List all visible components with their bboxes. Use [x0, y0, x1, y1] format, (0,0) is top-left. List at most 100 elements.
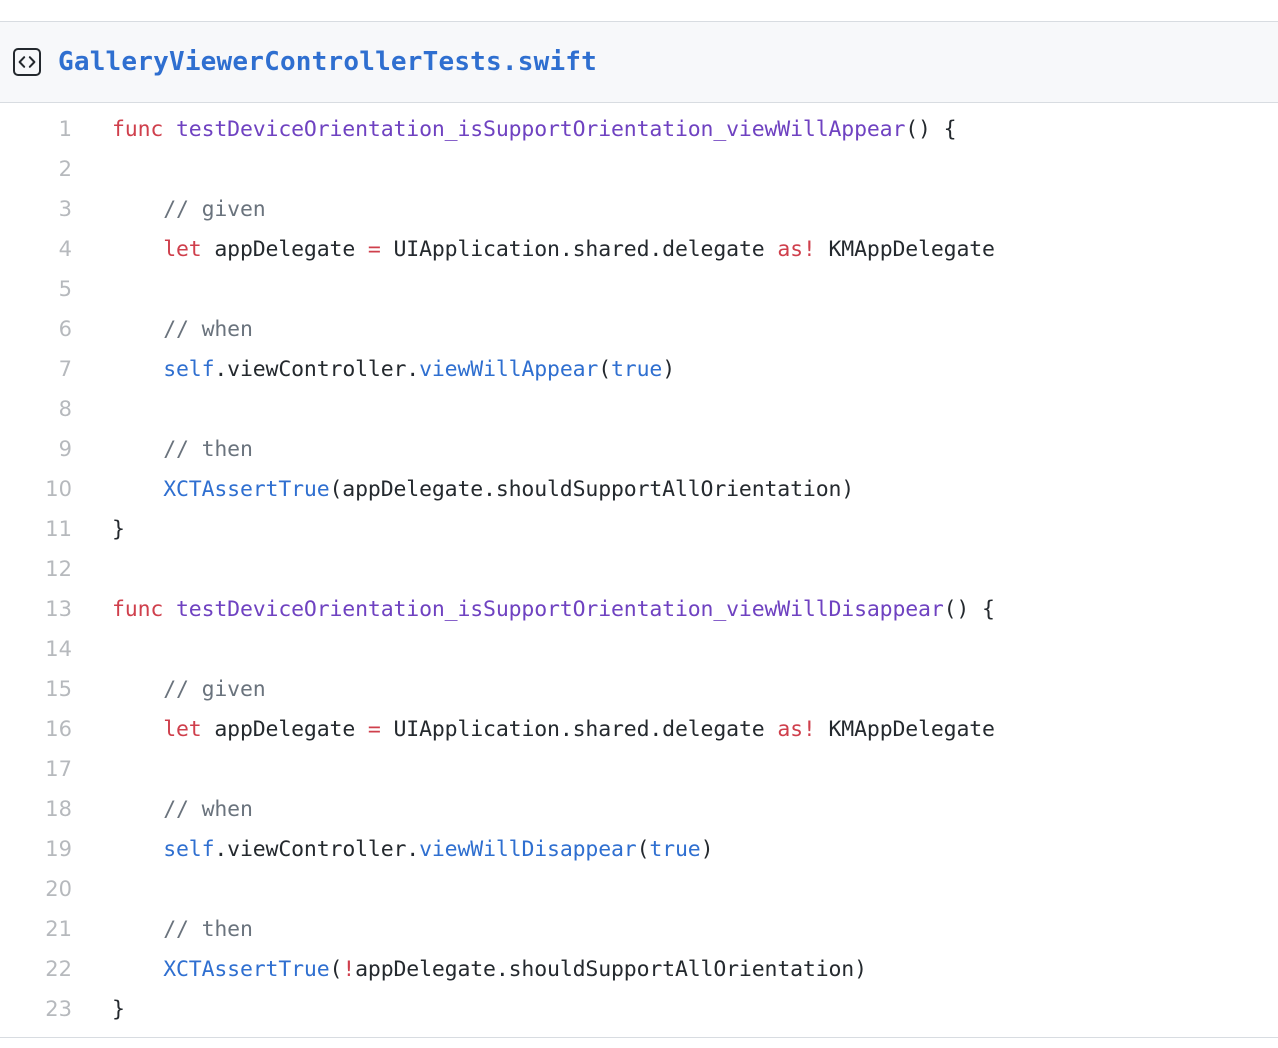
code-token: true — [611, 357, 663, 382]
code-token — [112, 477, 163, 502]
code-token — [112, 197, 163, 222]
code-token: = — [367, 717, 381, 742]
code-token: // then — [163, 917, 253, 942]
file-name-link[interactable]: GalleryViewerControllerTests.swift — [58, 47, 598, 77]
code-line-content — [72, 150, 125, 190]
code-token: ( — [329, 957, 343, 982]
code-token: .viewController. — [214, 357, 420, 382]
line-number: 5 — [58, 277, 72, 301]
code-token: appDelegate — [201, 717, 368, 742]
code-token — [163, 117, 176, 142]
code-token: = — [367, 237, 381, 262]
line-number: 14 — [45, 637, 72, 661]
line-number: 1 — [58, 117, 72, 141]
code-token: () { — [905, 117, 957, 142]
code-token: } — [112, 517, 125, 542]
line-number: 9 — [58, 437, 72, 461]
code-line: 2 — [0, 149, 1278, 189]
code-token: (appDelegate.shouldSupportAllOrientation… — [329, 477, 855, 502]
code-line-content: // when — [72, 790, 253, 830]
code-token: let — [163, 237, 202, 262]
code-token: UIApplication.shared.delegate — [380, 717, 778, 742]
code-token: XCTAssertTrue — [163, 477, 330, 502]
line-number: 2 — [58, 157, 72, 181]
code-token: .viewController. — [214, 837, 420, 862]
code-line-content: let appDelegate = UIApplication.shared.d… — [72, 710, 995, 750]
code-line: 8 — [0, 389, 1278, 429]
line-number: 6 — [58, 317, 72, 341]
code-token — [112, 677, 163, 702]
code-brackets-icon — [13, 48, 41, 76]
code-line: 9 // then — [0, 429, 1278, 469]
code-token: // given — [163, 677, 266, 702]
code-token: testDeviceOrientation_isSupportOrientati… — [175, 117, 906, 142]
code-token: appDelegate — [201, 237, 368, 262]
line-number: 21 — [45, 917, 72, 941]
code-token: let — [163, 717, 202, 742]
code-line: 7 self.viewController.viewWillAppear(tru… — [0, 349, 1278, 389]
line-number: 15 — [45, 677, 72, 701]
line-number: 10 — [45, 477, 72, 501]
code-line-content — [72, 870, 125, 910]
code-line: 18 // when — [0, 789, 1278, 829]
code-line-content — [72, 630, 125, 670]
line-number: 12 — [45, 557, 72, 581]
code-token: func — [112, 597, 164, 622]
code-token: viewWillDisappear — [419, 837, 637, 862]
code-line: 19 self.viewController.viewWillDisappear… — [0, 829, 1278, 869]
code-line-content: let appDelegate = UIApplication.shared.d… — [72, 230, 995, 270]
code-token — [112, 717, 163, 742]
code-token: KMAppDelegate — [815, 717, 995, 742]
code-line-content: func testDeviceOrientation_isSupportOrie… — [72, 590, 995, 630]
code-line-content: self.viewController.viewWillDisappear(tr… — [72, 830, 713, 870]
code-line: 14 — [0, 629, 1278, 669]
line-number: 18 — [45, 797, 72, 821]
code-token — [163, 597, 176, 622]
code-line: 17 — [0, 749, 1278, 789]
code-token — [112, 957, 163, 982]
code-token: UIApplication.shared.delegate — [380, 237, 778, 262]
code-area[interactable]: 1 func testDeviceOrientation_isSupportOri… — [0, 103, 1278, 1037]
code-line: 16 let appDelegate = UIApplication.share… — [0, 709, 1278, 749]
line-number: 23 — [45, 997, 72, 1021]
line-number: 19 — [45, 837, 72, 861]
code-line: 4 let appDelegate = UIApplication.shared… — [0, 229, 1278, 269]
code-line: 10 XCTAssertTrue(appDelegate.shouldSuppo… — [0, 469, 1278, 509]
line-number: 4 — [58, 237, 72, 261]
code-line-content — [72, 750, 125, 790]
code-token: ! — [342, 957, 356, 982]
code-token: // given — [163, 197, 266, 222]
code-line: 23} — [0, 989, 1278, 1029]
code-snippet-card: GalleryViewerControllerTests.swift 1 func… — [0, 21, 1278, 1038]
code-line: 3 // given — [0, 189, 1278, 229]
code-line-content — [72, 550, 125, 590]
code-line-content: XCTAssertTrue(appDelegate.shouldSupportA… — [72, 470, 854, 510]
code-token — [112, 437, 163, 462]
code-token: self — [163, 837, 215, 862]
code-token: testDeviceOrientation_isSupportOrientati… — [175, 597, 944, 622]
code-token — [112, 837, 163, 862]
snippet-header: GalleryViewerControllerTests.swift — [0, 22, 1278, 103]
code-token: XCTAssertTrue — [163, 957, 330, 982]
code-line: 11} — [0, 509, 1278, 549]
line-number: 20 — [45, 877, 72, 901]
code-line-content: // when — [72, 310, 253, 350]
top-spacer — [0, 0, 1278, 21]
line-number: 17 — [45, 757, 72, 781]
line-number: 7 — [58, 357, 72, 381]
line-number: 3 — [58, 197, 72, 221]
code-token: as! — [777, 717, 816, 742]
code-token: ( — [636, 837, 650, 862]
code-token: ) — [662, 357, 675, 382]
code-token: as! — [777, 237, 816, 262]
code-line-content: self.viewController.viewWillAppear(true) — [72, 350, 675, 390]
code-token — [112, 797, 163, 822]
code-token: // when — [163, 317, 253, 342]
line-number: 13 — [45, 597, 72, 621]
code-line: 6 // when — [0, 309, 1278, 349]
code-token: ( — [598, 357, 612, 382]
code-line-content: // given — [72, 670, 266, 710]
